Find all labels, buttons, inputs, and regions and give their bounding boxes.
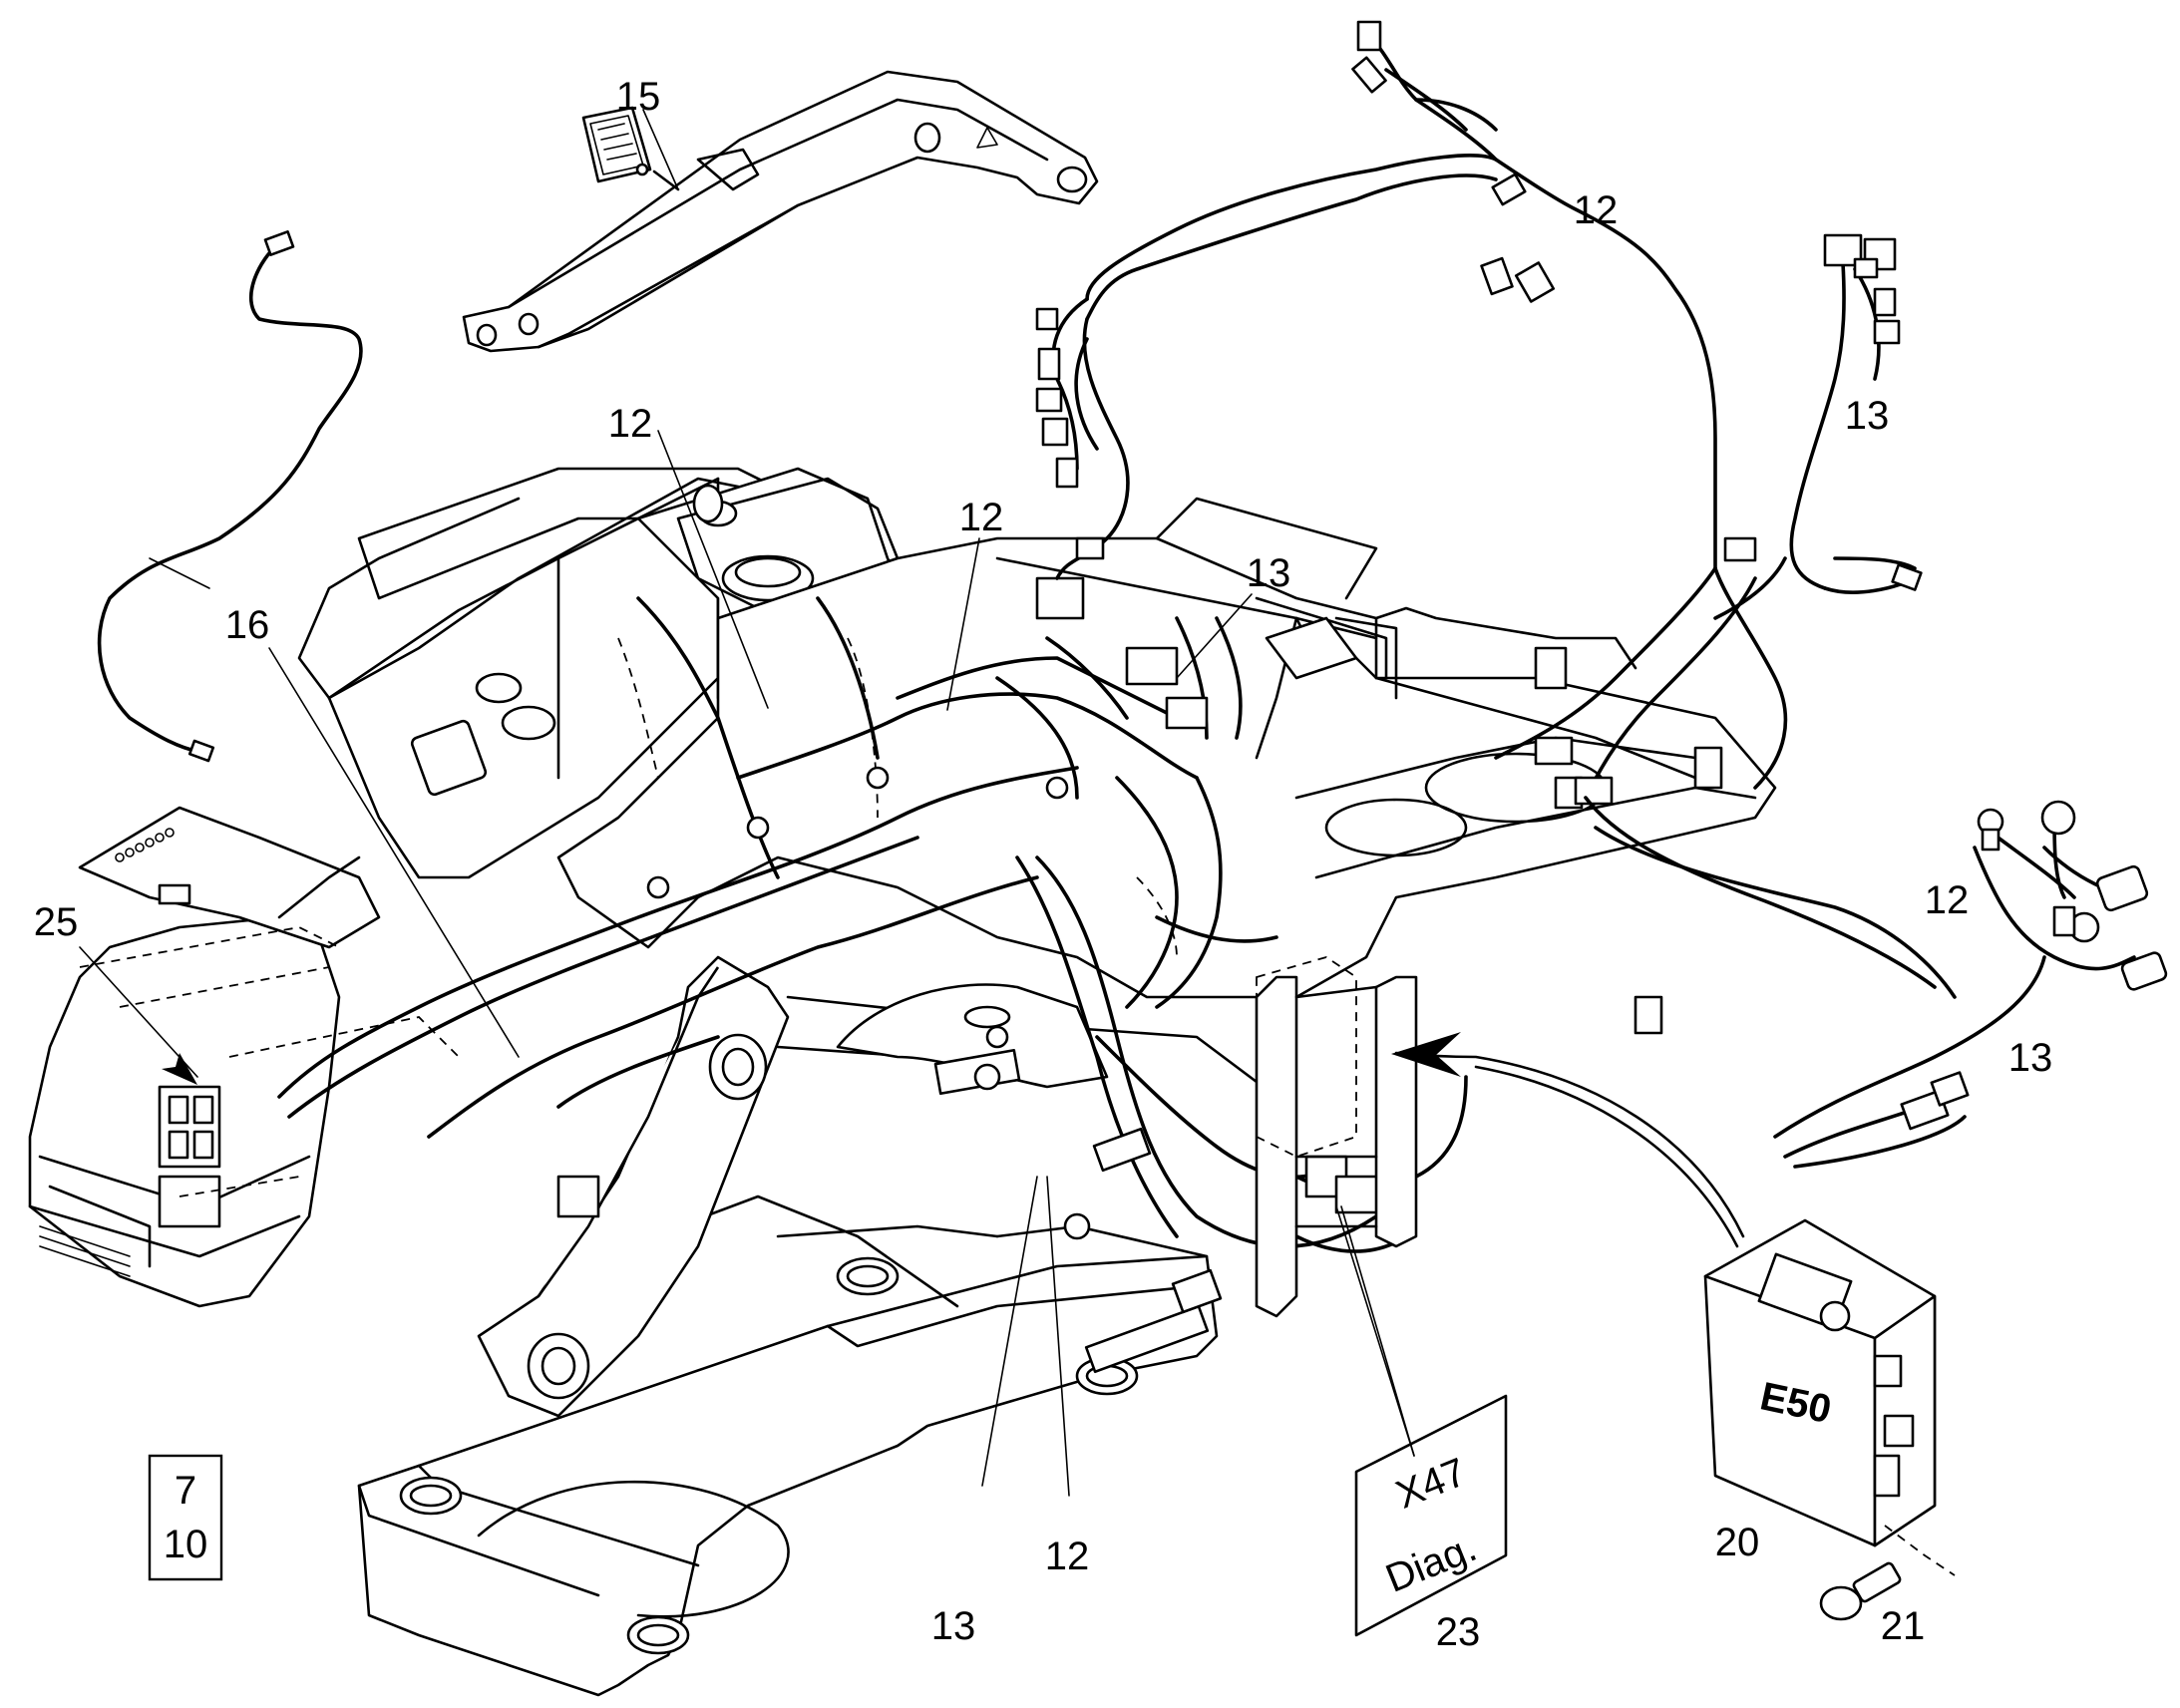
- harness-16-illustration: [97, 230, 363, 763]
- work-lamp-illustration: [581, 106, 680, 191]
- e50-location-arrow: [1391, 1032, 1745, 1248]
- callout-13-top-right: 13: [1845, 394, 1890, 438]
- ref-box-line2: 10: [164, 1523, 208, 1566]
- ref-box-line1: 7: [175, 1469, 196, 1513]
- leader-lines: [79, 109, 1415, 1497]
- e50-control-unit: E50: [1703, 1218, 1956, 1576]
- harness-right-illustration: [1584, 796, 2168, 1169]
- callout-23: 23: [1436, 1610, 1481, 1654]
- callout-13-right: 13: [2008, 1036, 2053, 1080]
- callout-16: 16: [225, 603, 270, 647]
- mounting-screw: [1819, 1561, 1902, 1621]
- callout-13-mid: 13: [1247, 551, 1291, 595]
- harness-13-top-illustration: [1789, 233, 1923, 594]
- callout-25-arrow: [162, 1053, 197, 1085]
- callout-25: 25: [34, 900, 79, 944]
- callout-12-upper-left: 12: [608, 402, 653, 446]
- x47-diag-label-plate: X47 Diag.: [1354, 1394, 1508, 1637]
- callout-13-bottom: 13: [931, 1604, 976, 1648]
- lower-frame-illustration: [357, 1195, 1219, 1697]
- callout-12-right: 12: [1925, 878, 1970, 922]
- cab-control-illustration: [28, 806, 460, 1308]
- callout-labels: 15 12 13 12 12 13 16 25 12 13 12 13 20 2…: [34, 75, 2053, 1654]
- callout-20: 20: [1715, 1521, 1760, 1564]
- callout-12-top-right: 12: [1574, 188, 1619, 232]
- callout-12-upper-mid: 12: [959, 496, 1004, 539]
- boom-illustration: [462, 70, 1099, 353]
- reference-box: 7 10: [148, 1454, 223, 1581]
- callout-12-bottom: 12: [1045, 1535, 1090, 1578]
- harness-12-top-illustration: [1035, 20, 1788, 806]
- callout-15: 15: [616, 75, 661, 119]
- ecu-mount-frame-illustration: [1255, 956, 1418, 1318]
- callout-21: 21: [1881, 1604, 1926, 1648]
- upper-frame-illustration: [297, 467, 1777, 1035]
